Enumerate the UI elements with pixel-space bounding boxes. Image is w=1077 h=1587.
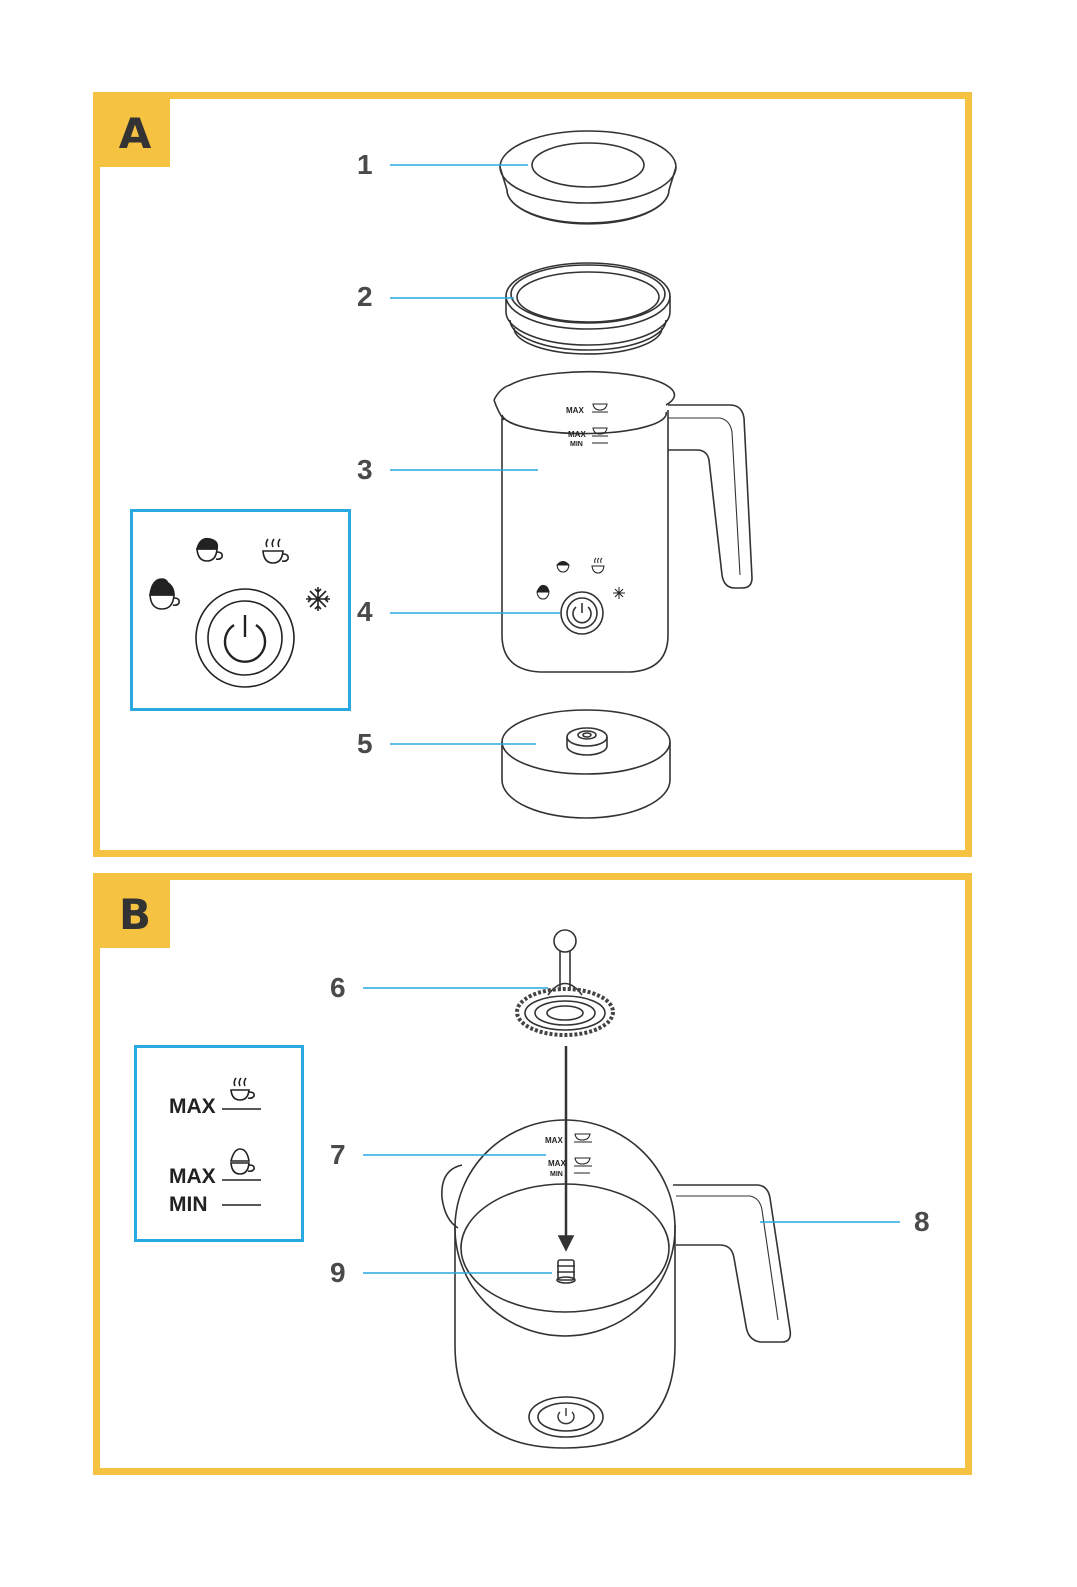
jug-a-max-label: MAX [566, 406, 584, 415]
callout-3: 3 [357, 456, 373, 484]
jug-b-max2-label: MAX [548, 1159, 566, 1168]
power-button[interactable] [196, 589, 294, 687]
jug-b-min-label: MIN [550, 1171, 563, 1178]
callout-9: 9 [330, 1259, 346, 1287]
whisk-drawing [517, 930, 613, 1035]
jug-a-max2-label: MAX [568, 430, 586, 439]
leader-lines [363, 165, 900, 1273]
callout-7: 7 [330, 1141, 346, 1169]
callout-5: 5 [357, 730, 373, 758]
insert-arrow [559, 1046, 573, 1250]
base-drawing [502, 710, 670, 818]
callout-6: 6 [330, 974, 346, 1002]
control-panel-inset [130, 509, 351, 711]
fill-markings-inset: MAX MAX MIN [134, 1045, 304, 1242]
jug-power-button [561, 592, 603, 634]
power-icon [558, 1408, 574, 1424]
cold-foam-snowflake-icon [306, 587, 330, 611]
callout-8: 8 [914, 1208, 930, 1236]
latte-foam-icon [197, 539, 222, 561]
cappuccino-foam-icon [150, 579, 179, 609]
jug-drawing [494, 372, 752, 672]
jug-a-min-label: MIN [570, 441, 583, 448]
lid-seal-drawing [506, 263, 670, 354]
callout-1: 1 [357, 151, 373, 179]
hot-milk-icon [263, 539, 288, 563]
callout-4: 4 [357, 598, 373, 626]
jug-open-drawing [442, 1120, 790, 1448]
jug-a-markings: MAX MAX MIN [566, 404, 608, 448]
callout-2: 2 [357, 283, 373, 311]
magnetic-spindle-drawing [557, 1260, 575, 1283]
jug-b-markings: MAX MAX MIN [545, 1134, 592, 1178]
jug-a-control-icons [537, 558, 625, 599]
jug-b-max-label: MAX [545, 1136, 563, 1145]
max-hot-milk-cup-icon [222, 1078, 261, 1109]
lid-drawing [500, 131, 676, 224]
max-foam-cup-icon [222, 1149, 261, 1180]
